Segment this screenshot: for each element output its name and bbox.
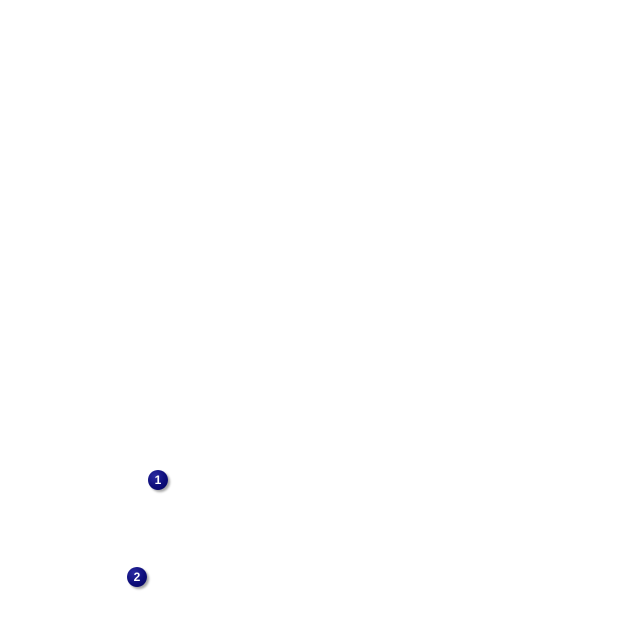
number-marker-1: 1: [148, 470, 168, 490]
number-marker-2: 2: [127, 567, 147, 587]
